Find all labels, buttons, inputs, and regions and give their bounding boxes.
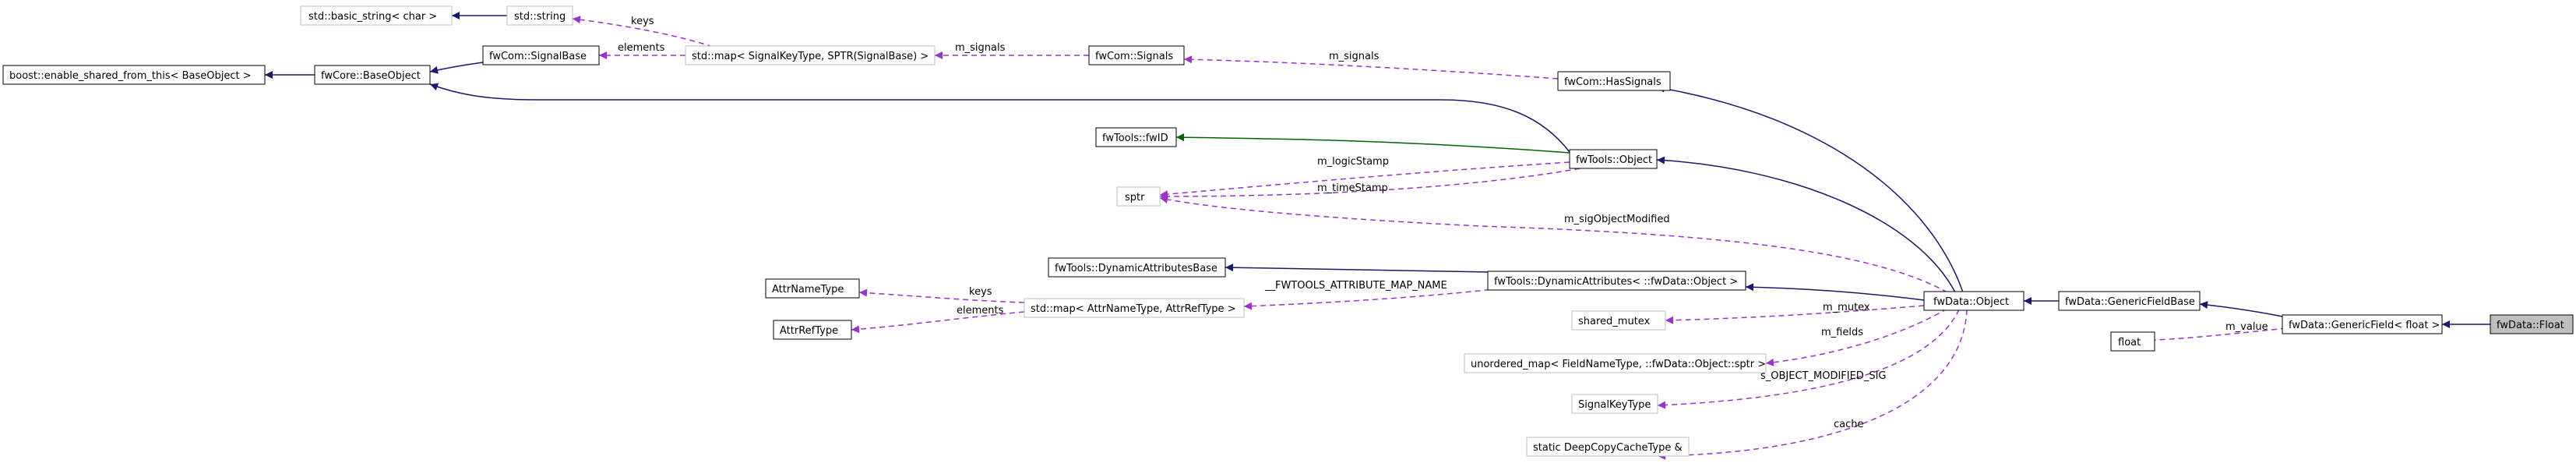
edge-hassignals-signals [1183,55,1559,80]
svg-text:std::basic_string< char >: std::basic_string< char > [308,11,437,23]
edge-tools-object-sptr-logic [1159,161,1570,199]
svg-text:static DeepCopyCacheType &: static DeepCopyCacheType & [1533,442,1683,454]
svg-text:std::string: std::string [514,11,566,23]
edge-tools-object-baseobject [429,83,1570,153]
node-enable-shared[interactable]: boost::enable_shared_from_this< BaseObje… [2,65,266,85]
edge-dynattr-map-attr [1243,285,1528,310]
edge-dynattr-dynattr-base [1225,264,1489,273]
edge-tools-object-fwid [1175,133,1570,154]
svg-text:fwTools::Object: fwTools::Object [1576,154,1652,166]
node-unordered-map[interactable]: unordered_map< FieldNameType, ::fwData::… [1464,353,1767,373]
svg-text:unordered_map< FieldNameType,: unordered_map< FieldNameType, ::fwData::… [1471,359,1766,370]
svg-text:fwCom::Signals: fwCom::Signals [1095,51,1173,62]
node-map-signals[interactable]: std::map< SignalKeyType, SPTR(SignalBase… [685,45,936,65]
svg-text:fwData::Float: fwData::Float [2497,320,2564,331]
label-keys-attrname: keys [969,286,992,298]
label-elements-signalbase: elements [618,42,665,54]
edge-tools-object-sptr-time [1159,166,1590,200]
edge-data-object-dynattr [1745,283,1925,301]
node-hassignals[interactable]: fwCom::HasSignals [1557,71,1671,91]
edge-data-object-unordered-map [1765,308,1948,366]
node-map-attr[interactable]: std::map< AttrNameType, AttrRefType > [1024,298,1245,318]
label-m-logicstamp: m_logicStamp [1317,156,1389,168]
edge-data-object-deepcopy [1657,309,1968,460]
svg-text:fwData::GenericFieldBase: fwData::GenericFieldBase [2065,296,2195,308]
node-baseobject[interactable]: fwCore::BaseObject [314,65,431,85]
node-signalbase[interactable]: fwCom::SignalBase [482,45,600,65]
node-tools-object[interactable]: fwTools::Object [1569,149,1658,169]
node-dynattr-base[interactable]: fwTools::DynamicAttributesBase [1048,257,1226,278]
label-m-value: m_value [2225,321,2268,333]
node-dynattr[interactable]: fwTools::DynamicAttributes< ::fwData::Ob… [1487,271,1746,291]
label-fwtools-attribute-map-name: __FWTOOLS_ATTRIBUTE_MAP_NAME [1264,280,1447,292]
node-shared-mutex[interactable]: shared_mutex [1571,310,1666,331]
edge-map-signals-string [572,16,714,48]
svg-text:fwData::Object: fwData::Object [1933,296,2009,308]
label-s-object-modified-sig: s_OBJECT_MODIFIED_SIG [1760,370,1886,382]
svg-text:fwTools::fwID: fwTools::fwID [1102,133,1168,144]
node-sptr[interactable]: sptr [1116,186,1161,207]
edge-map-attr-attrnametype [858,288,1025,303]
edge-data-object-shared-mutex [1665,305,1925,324]
node-basic-string[interactable]: std::basic_string< char > [300,5,453,26]
node-std-string[interactable]: std::string [506,5,573,26]
label-m-signals-map: m_signals [955,42,1006,54]
label-m-mutex: m_mutex [1823,302,1870,313]
svg-text:sptr: sptr [1125,192,1145,203]
edge-data-object-sptr-sig [1159,196,1948,293]
node-attrnametype[interactable]: AttrNameType [765,278,860,299]
svg-text:SignalKeyType: SignalKeyType [1578,399,1651,411]
label-m-timestamp: m_timeStamp [1317,182,1388,194]
edge-data-object-hassignals [1656,84,1964,293]
node-deepcopy[interactable]: static DeepCopyCacheType & [1526,437,1690,457]
edge-data-object-signalkeytype [1657,309,1960,409]
svg-text:boost::enable_shared_from_this: boost::enable_shared_from_this< BaseObje… [9,70,252,82]
svg-text:float: float [2118,337,2141,348]
label-m-sigobjectmodified: m_sigObjectModified [1564,214,1670,225]
edge-data-object-tools-object [1656,156,1956,293]
node-data-float[interactable]: fwData::Float [2490,314,2574,334]
svg-text:fwTools::DynamicAttributes< ::: fwTools::DynamicAttributes< ::fwData::Ob… [1494,276,1738,288]
svg-text:fwTools::DynamicAttributesBase: fwTools::DynamicAttributesBase [1055,263,1218,274]
svg-text:fwData::GenericField< float >: fwData::GenericField< float > [2289,320,2440,331]
node-data-object[interactable]: fwData::Object [1923,291,2025,311]
svg-text:std::map< AttrNameType, AttrRe: std::map< AttrNameType, AttrRefType > [1031,303,1236,315]
svg-text:fwCom::HasSignals: fwCom::HasSignals [1564,76,1662,88]
svg-text:shared_mutex: shared_mutex [1578,316,1651,327]
node-attrreftype[interactable]: AttrRefType [773,320,852,340]
svg-text:std::map< SignalKeyType, SPTR(: std::map< SignalKeyType, SPTR(SignalBase… [692,51,929,62]
node-signals[interactable]: fwCom::Signals [1088,45,1185,65]
label-m-signals-hassignals: m_signals [1329,51,1380,62]
node-genericfield[interactable]: fwData::GenericField< float > [2282,314,2443,334]
node-genericfieldbase[interactable]: fwData::GenericFieldBase [2058,291,2201,311]
edge-map-attr-attrreftype [851,311,1025,334]
node-fwid[interactable]: fwTools::fwID [1095,127,1177,147]
svg-text:AttrRefType: AttrRefType [780,325,838,337]
node-signalkeytype[interactable]: SignalKeyType [1571,394,1658,414]
svg-text:AttrNameType: AttrNameType [772,284,844,295]
edge-signalbase-baseobject [429,62,484,74]
edge-genericfield-genericfieldbase [2199,301,2283,317]
svg-text:fwCore::BaseObject: fwCore::BaseObject [321,70,421,82]
node-float-type[interactable]: float [2110,331,2155,352]
label-cache: cache [1834,419,1864,430]
svg-text:fwCom::SignalBase: fwCom::SignalBase [489,51,587,62]
label-elements-attrref: elements [957,305,1004,317]
label-keys-string: keys [631,16,654,27]
label-m-fields: m_fields [1821,327,1863,338]
